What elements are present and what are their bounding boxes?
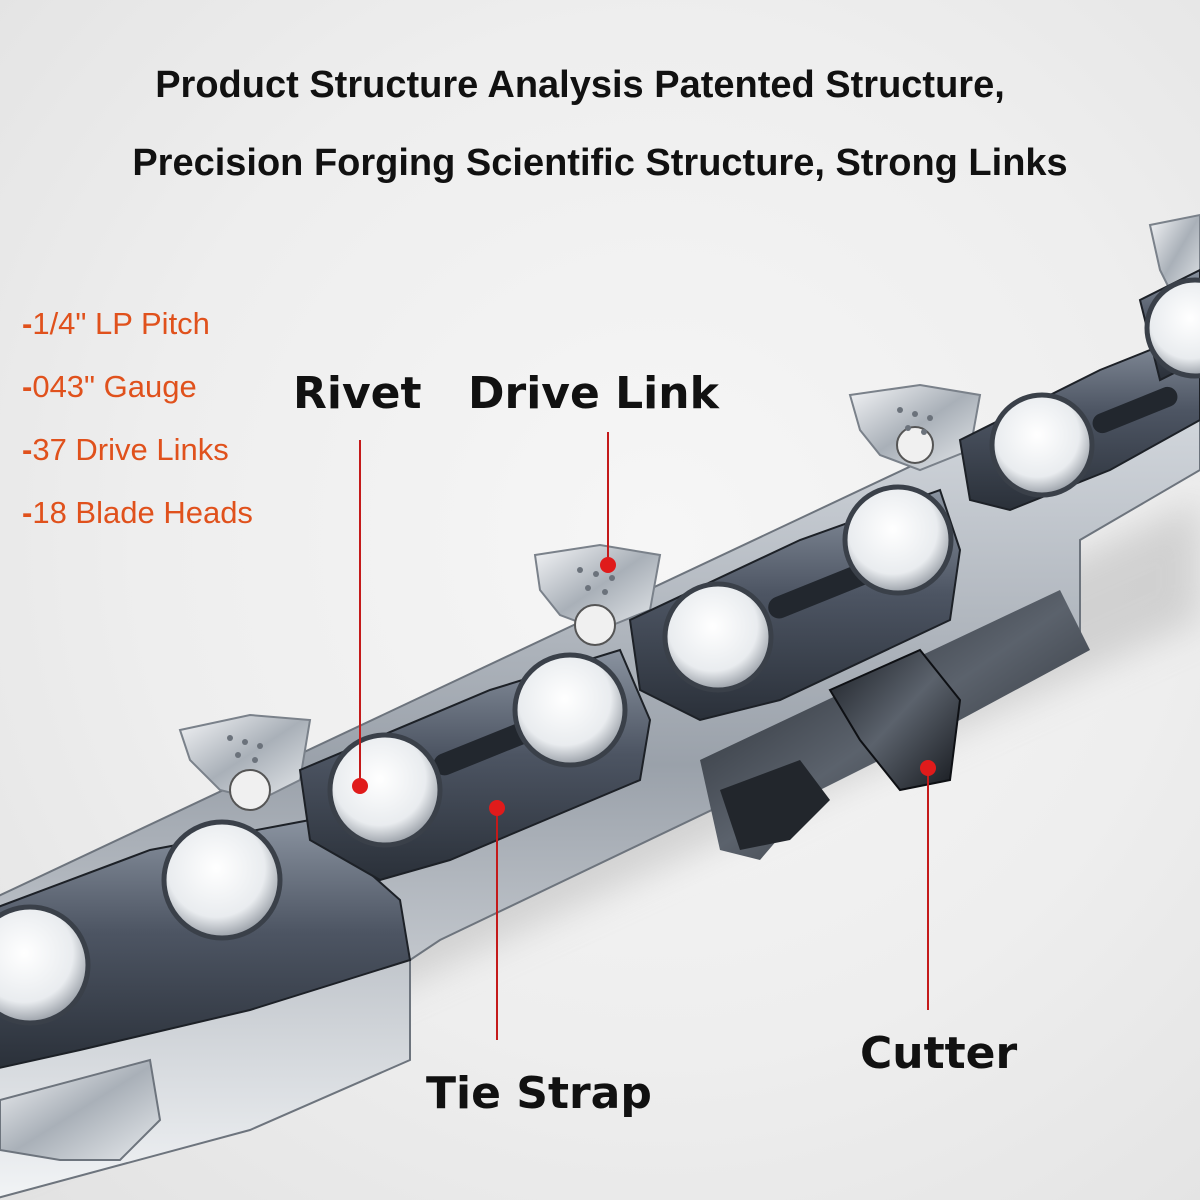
spec-text: 37 Drive Links bbox=[32, 432, 229, 467]
spec-dash: - bbox=[22, 432, 33, 467]
callout-drive-link: Drive Link bbox=[468, 368, 719, 419]
spec-item-pitch: -1/4" LP Pitch bbox=[22, 306, 210, 342]
rivet-2 bbox=[161, 819, 283, 941]
callout-leaders bbox=[359, 432, 929, 1040]
rivets bbox=[0, 277, 1200, 1026]
spec-text: 18 Blade Heads bbox=[32, 495, 253, 530]
rivet-1 bbox=[0, 904, 91, 1026]
plate-slot-2 bbox=[768, 563, 872, 619]
rivet-4 bbox=[512, 652, 628, 768]
marker-rivet bbox=[352, 778, 368, 794]
cutter-hook bbox=[720, 760, 830, 850]
left-hook bbox=[0, 1058, 162, 1161]
rivet-8 bbox=[1144, 277, 1200, 379]
title-2: Precision Forging Scientific Structure, … bbox=[132, 142, 1068, 184]
spec-item-blade-heads: -18 Blade Heads bbox=[22, 495, 253, 531]
title-1: Product Structure Analysis Patented Stru… bbox=[155, 64, 1005, 106]
spec-item-drive-links: -37 Drive Links bbox=[22, 432, 229, 468]
callout-rivet: Rivet bbox=[293, 368, 422, 419]
tooth-hole-2 bbox=[574, 604, 616, 646]
callout-markers bbox=[352, 557, 936, 816]
tooth-dimples bbox=[227, 407, 933, 763]
spec-dash: - bbox=[22, 495, 33, 530]
marker-drive-link bbox=[600, 557, 616, 573]
tooth-hole-3 bbox=[896, 426, 934, 464]
callout-cutter: Cutter bbox=[860, 1028, 1018, 1079]
spec-item-gauge: -043" Gauge bbox=[22, 369, 197, 405]
marker-tie-strap bbox=[489, 800, 505, 816]
tooth-2 bbox=[533, 543, 662, 632]
spec-text: 043" Gauge bbox=[32, 369, 197, 404]
spec-dash: - bbox=[22, 306, 33, 341]
marker-cutter bbox=[920, 760, 936, 776]
spec-dash: - bbox=[22, 369, 33, 404]
rivet-7 bbox=[989, 392, 1095, 498]
tooth-1 bbox=[178, 713, 312, 802]
cutter-tooth bbox=[828, 648, 962, 792]
plate-slot-3 bbox=[1092, 386, 1178, 434]
rivet-5 bbox=[662, 581, 774, 693]
tooth-hole-1 bbox=[229, 769, 271, 811]
spec-text: 1/4" LP Pitch bbox=[32, 306, 210, 341]
rivet-3 bbox=[327, 732, 443, 848]
rivet-6 bbox=[842, 484, 954, 596]
callout-tie-strap: Tie Strap bbox=[426, 1068, 652, 1119]
